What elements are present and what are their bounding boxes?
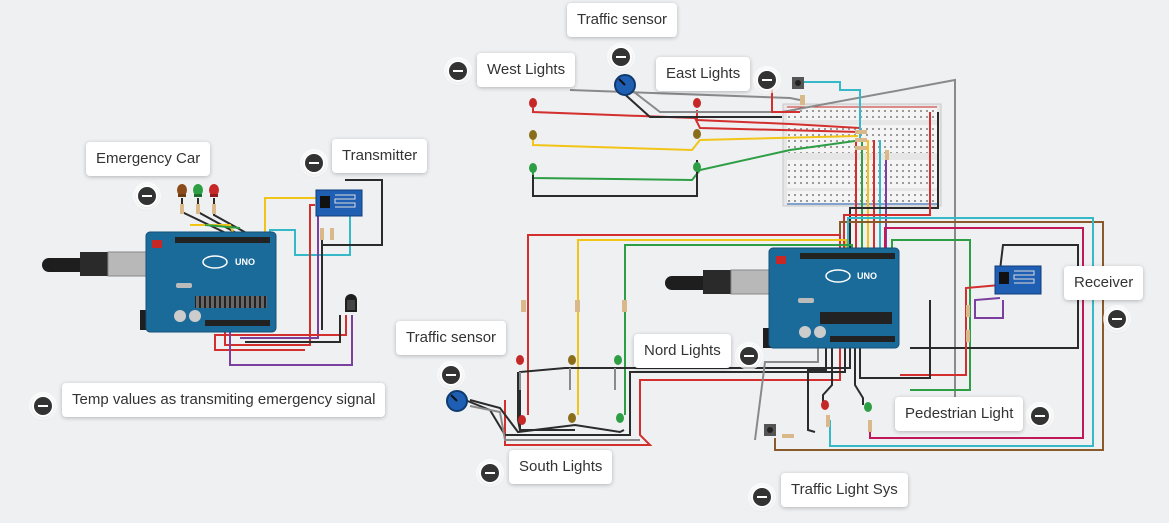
led-emergency-red-1[interactable] [177,184,187,197]
led-emergency-red-2[interactable] [209,184,219,197]
label-west-lights[interactable]: West Lights [477,53,576,87]
resistors-right [521,95,970,438]
nord-lights-leds[interactable] [518,413,624,425]
traffic-sensor-bottom-potentiometer[interactable] [446,390,468,412]
label-receiver[interactable]: Receiver [1064,266,1144,300]
pedestrian-lights-leds[interactable] [821,400,872,412]
collapse-icon-west-lights[interactable] [447,60,469,82]
collapse-icon-traffic-sensor-bottom[interactable] [440,364,462,386]
label-traffic-light-sys[interactable]: Traffic Light Sys [781,473,908,507]
label-traffic-sensor-top[interactable]: Traffic sensor [567,3,678,37]
label-east-lights[interactable]: East Lights [656,57,751,91]
label-transmitter[interactable]: Transmitter [332,139,428,173]
collapse-icon-pedestrian-light[interactable] [1029,405,1051,427]
arduino-uno-left[interactable]: UNO [42,231,277,333]
collapse-icon-traffic-light-sys[interactable] [751,486,773,508]
label-pedestrian-light[interactable]: Pedestrian Light [895,397,1024,431]
uno-logo-right: UNO [857,271,877,281]
push-button-bottom[interactable] [764,424,776,436]
label-emergency-car[interactable]: Emergency Car [86,142,211,176]
temperature-sensor[interactable] [345,294,357,312]
traffic-sensor-top-potentiometer[interactable] [614,74,636,96]
west-lights-leds[interactable] [529,98,537,173]
east-lights-leds[interactable] [693,98,701,172]
south-lights-leds[interactable] [516,355,622,365]
wires-right [464,78,1104,451]
rf-receiver-module[interactable] [994,265,1042,295]
label-south-lights[interactable]: South Lights [509,450,613,484]
label-temp-values[interactable]: Temp values as transmiting emergency sig… [62,383,386,417]
arduino-uno-right[interactable]: UNO [665,247,900,349]
led-emergency-green[interactable] [193,184,203,197]
label-nord-lights[interactable]: Nord Lights [634,334,731,368]
collapse-icon-temp-values[interactable] [32,395,54,417]
push-button-top[interactable] [792,77,804,89]
collapse-icon-traffic-sensor-top[interactable] [610,46,632,68]
collapse-icon-south-lights[interactable] [479,462,501,484]
resistors-left [180,204,334,240]
label-traffic-sensor-bottom[interactable]: Traffic sensor [396,321,507,355]
collapse-icon-east-lights[interactable] [756,69,778,91]
rf-transmitter-module[interactable] [315,189,363,217]
collapse-icon-nord-lights[interactable] [738,345,760,367]
collapse-icon-receiver[interactable] [1106,308,1128,330]
collapse-icon-emergency-car[interactable] [136,185,158,207]
uno-logo-left: UNO [235,257,255,267]
collapse-icon-transmitter[interactable] [303,152,325,174]
